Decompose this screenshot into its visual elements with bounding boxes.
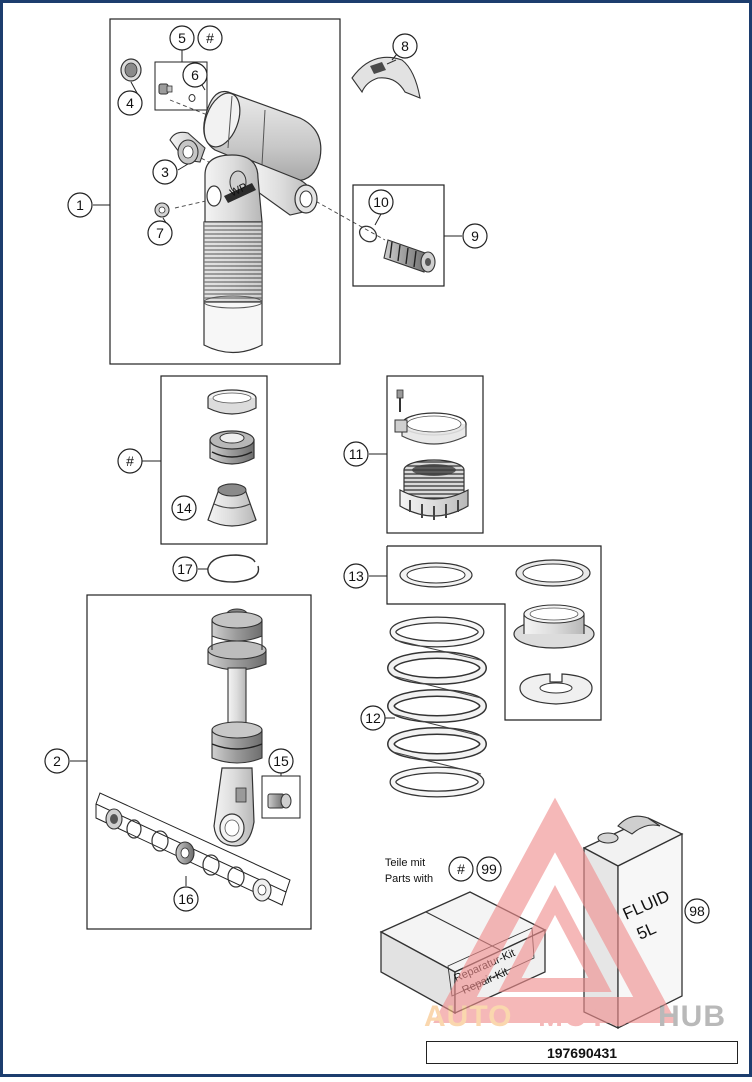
part-4-cap (120, 58, 142, 82)
watermark-part-2: MOTO (538, 1000, 631, 1033)
svg-text:12: 12 (365, 710, 381, 726)
group-adjuster (352, 184, 462, 287)
callout-1: 1 (67, 192, 93, 218)
lower-eye (213, 767, 255, 847)
callout-13: 13 (343, 563, 369, 589)
svg-text:#: # (457, 861, 465, 877)
piston-assembly (207, 608, 267, 671)
callout-99-hash: # (448, 856, 474, 882)
callout-5-hash: # (197, 25, 223, 51)
svg-text:17: 17 (177, 561, 193, 577)
piston-rod (227, 667, 247, 727)
svg-text:15: 15 (273, 753, 289, 769)
top-mount: WP (204, 154, 263, 223)
callout-14-hash: # (117, 448, 143, 474)
part-14-bumper (207, 483, 257, 527)
svg-text:10: 10 (373, 194, 389, 210)
callout-15: 15 (268, 748, 294, 774)
svg-text:9: 9 (471, 228, 479, 244)
flat-washer-right (515, 559, 591, 587)
svg-text:7: 7 (156, 225, 164, 241)
part-number-box: 197690431 (426, 1041, 738, 1064)
watermark-part-3: HUB (658, 1000, 726, 1033)
svg-text:5: 5 (178, 30, 186, 46)
group-preload-adjuster (369, 375, 484, 534)
callout-2: 2 (44, 748, 70, 774)
group-damper-rod (70, 594, 312, 930)
callout-11: 11 (343, 441, 369, 467)
part-5-valve (158, 83, 196, 102)
split-collar (519, 673, 593, 705)
part-17-circlip (198, 554, 260, 583)
valve-subframe (154, 61, 208, 111)
callout-16: 16 (173, 886, 199, 912)
group-spring-seats (369, 545, 602, 721)
part-7-nut (154, 202, 170, 218)
damper-rod-frame (86, 594, 312, 930)
callout-9: 9 (462, 223, 488, 249)
callout-3: 3 (152, 159, 178, 185)
part-8-sticker (351, 53, 421, 99)
svg-text:14: 14 (176, 500, 192, 516)
callout-99: 99 (476, 856, 502, 882)
watermark: AUTO MOTO HUB (424, 797, 726, 1033)
svg-text:3: 3 (161, 164, 169, 180)
svg-text:#: # (126, 453, 134, 469)
part-10-oring (358, 225, 378, 243)
svg-text:1: 1 (76, 197, 84, 213)
callout-4: 4 (117, 90, 143, 116)
callout-6: 6 (182, 62, 208, 88)
clamp-ring (394, 412, 467, 445)
callout-17: 17 (172, 556, 198, 582)
part-9-adjuster-cartridge (383, 239, 436, 273)
part-number: 197690431 (546, 1044, 618, 1061)
svg-text:13: 13 (348, 568, 364, 584)
callout-10: 10 (368, 189, 394, 215)
shim-stack (105, 808, 272, 902)
svg-text:11: 11 (349, 446, 364, 462)
callout-5: 5 (169, 25, 195, 51)
svg-text:6: 6 (191, 67, 199, 83)
kit-note: Teile mit Parts with (385, 857, 433, 885)
part-3-bushing (169, 131, 206, 165)
callout-12: 12 (360, 705, 386, 731)
clamp-screw (396, 389, 404, 412)
callout-14: 14 (171, 495, 197, 521)
shock-body-frame (109, 18, 341, 365)
callout-8: 8 (392, 33, 418, 59)
part-12-coil-spring (385, 616, 487, 798)
flat-washer-left (399, 562, 473, 588)
preload-nut (399, 459, 469, 520)
svg-text:99: 99 (481, 861, 497, 877)
spring-seat (513, 604, 595, 649)
svg-text:Parts with: Parts with (385, 873, 433, 885)
svg-text:Teile mit: Teile mit (385, 857, 425, 869)
seal-kit-frame (160, 375, 268, 545)
callout-98: 98 (684, 898, 710, 924)
svg-text:4: 4 (126, 95, 134, 111)
group-seal-kit (142, 375, 268, 545)
spring-seats-frame (386, 545, 602, 721)
part-15-valve (267, 793, 292, 809)
svg-text:#: # (206, 30, 214, 46)
svg-text:16: 16 (178, 891, 194, 907)
svg-text:98: 98 (689, 903, 705, 919)
seal-head (209, 430, 255, 465)
svg-text:8: 8 (401, 38, 409, 54)
group-shock-body: WP (93, 18, 386, 365)
svg-text:2: 2 (53, 753, 61, 769)
seal-ring (207, 389, 257, 415)
reservoir-canister (203, 90, 322, 182)
watermark-part-1: AUTO (424, 1000, 512, 1033)
callout-7: 7 (147, 220, 173, 246)
